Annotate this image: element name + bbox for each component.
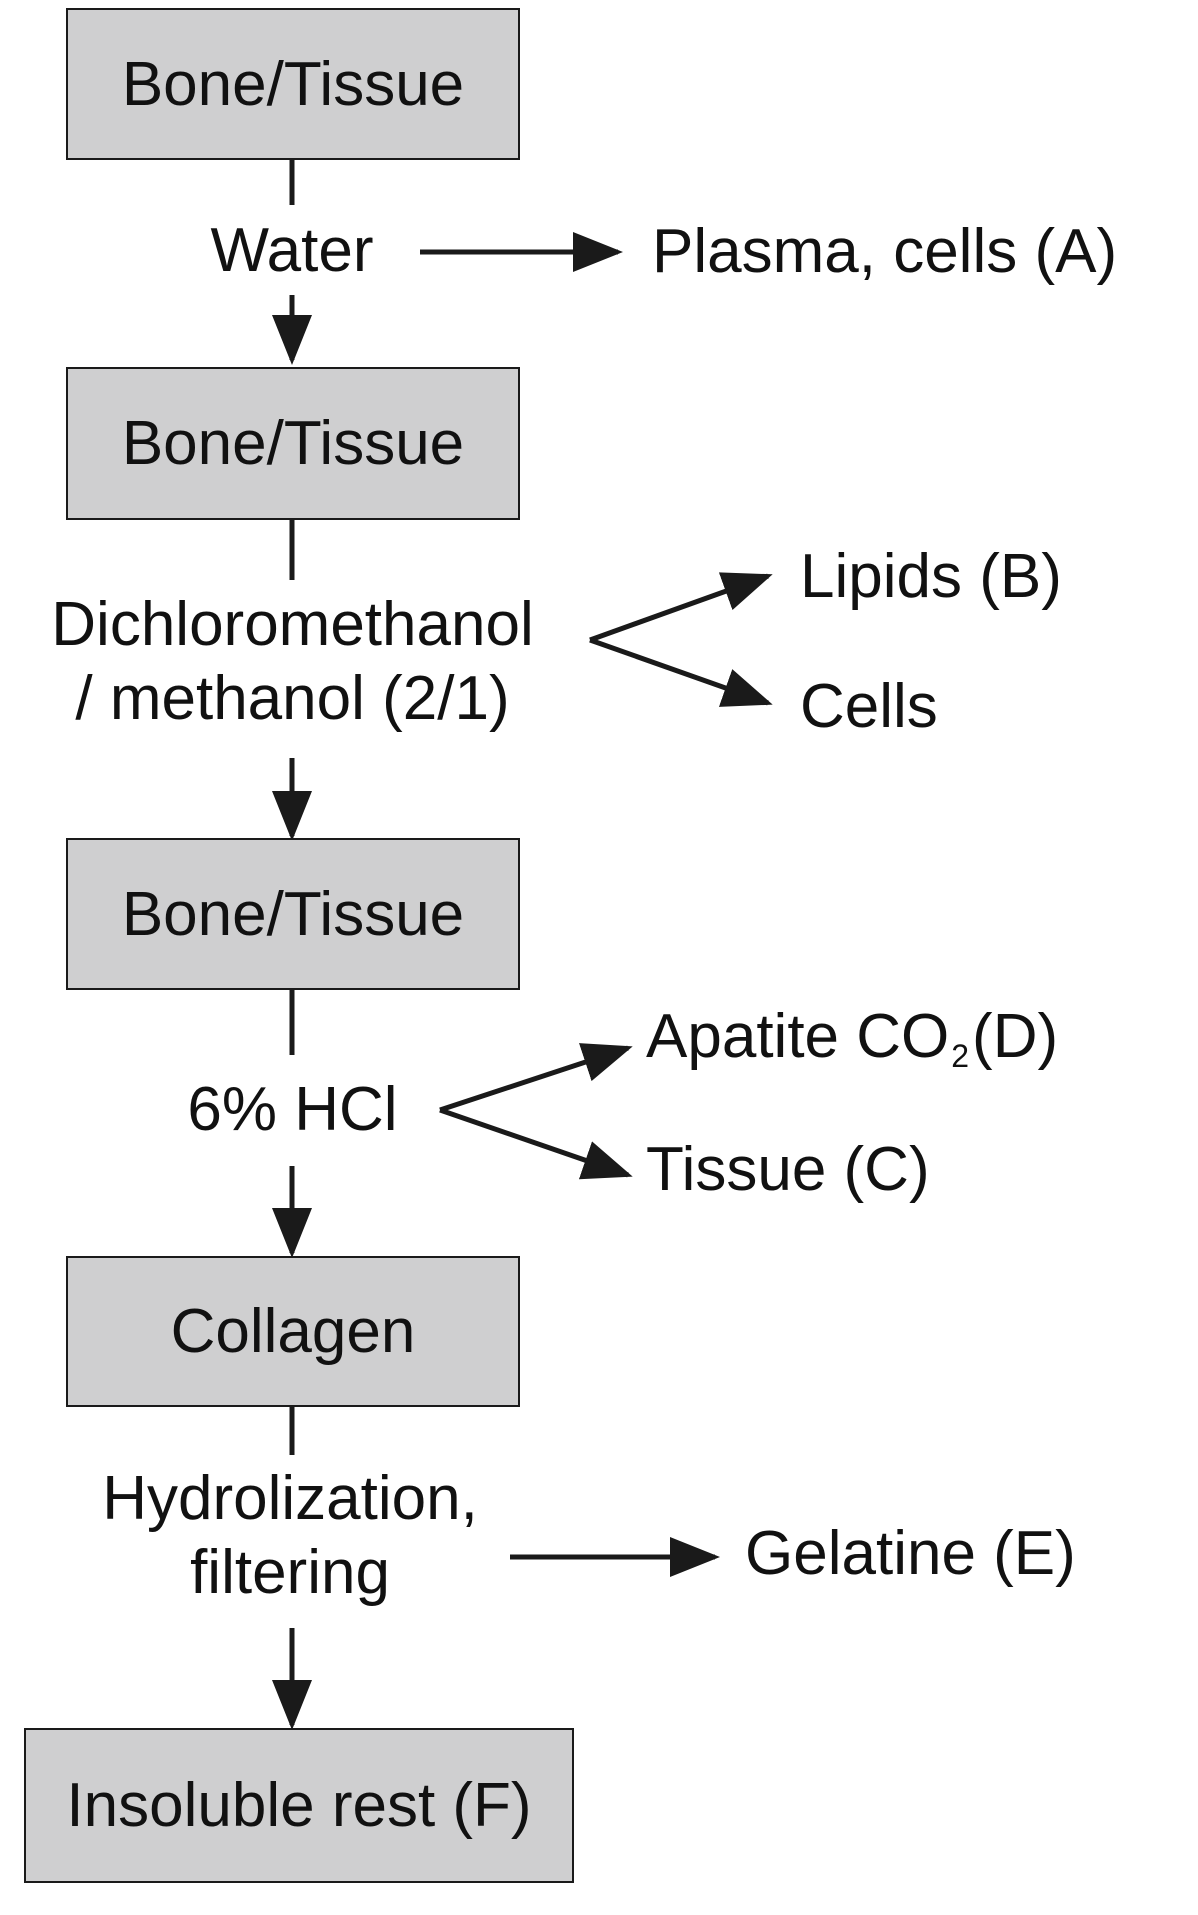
apatite-prefix: Apatite CO [646, 1002, 950, 1071]
product-plasma-cells: Plasma, cells (A) [652, 217, 1118, 286]
step-line: Hydrolization, [102, 1464, 478, 1533]
box-label: Bone/Tissue [121, 409, 465, 478]
step-water: Water [210, 216, 374, 285]
step-line: / methanol (2/1) [75, 664, 510, 734]
collagen-box: Collagen [66, 1256, 520, 1407]
box-label: Insoluble rest (F) [66, 1771, 532, 1840]
branch-arrow-up [439, 1043, 633, 1113]
branch-arrow-down [589, 637, 773, 707]
apatite-subscript: 2 [951, 1038, 970, 1074]
product-tissue: Tissue (C) [646, 1135, 930, 1204]
apatite-suffix: (D) [972, 1002, 1059, 1071]
step-line: Dichloromethanol [51, 590, 534, 659]
step-line: filtering [190, 1538, 390, 1608]
bone-tissue-box-3: Bone/Tissue [66, 838, 520, 990]
step-dichloromethanol-methanol: Dichloromethanol / methanol (2/1) [0, 588, 585, 737]
insoluble-rest-box: Insoluble rest (F) [24, 1728, 574, 1883]
box-label: Collagen [170, 1297, 416, 1366]
product-cells: Cells [800, 672, 938, 741]
box-label: Bone/Tissue [121, 879, 465, 949]
branch-arrow-up [589, 572, 773, 643]
bone-tissue-box-2: Bone/Tissue [66, 367, 520, 520]
step-hcl: 6% HCl [187, 1075, 398, 1144]
product-gelatine: Gelatine (E) [745, 1519, 1076, 1588]
bone-tissue-box-1: Bone/Tissue [66, 8, 520, 160]
product-apatite-co2: Apatite CO2(D) [646, 1000, 1058, 1075]
product-lipids: Lipids (B) [800, 542, 1062, 611]
step-hydrolization-filtering: Hydrolization, filtering [80, 1462, 500, 1611]
box-label: Bone/Tissue [121, 49, 465, 119]
branch-arrow-down [439, 1107, 633, 1180]
